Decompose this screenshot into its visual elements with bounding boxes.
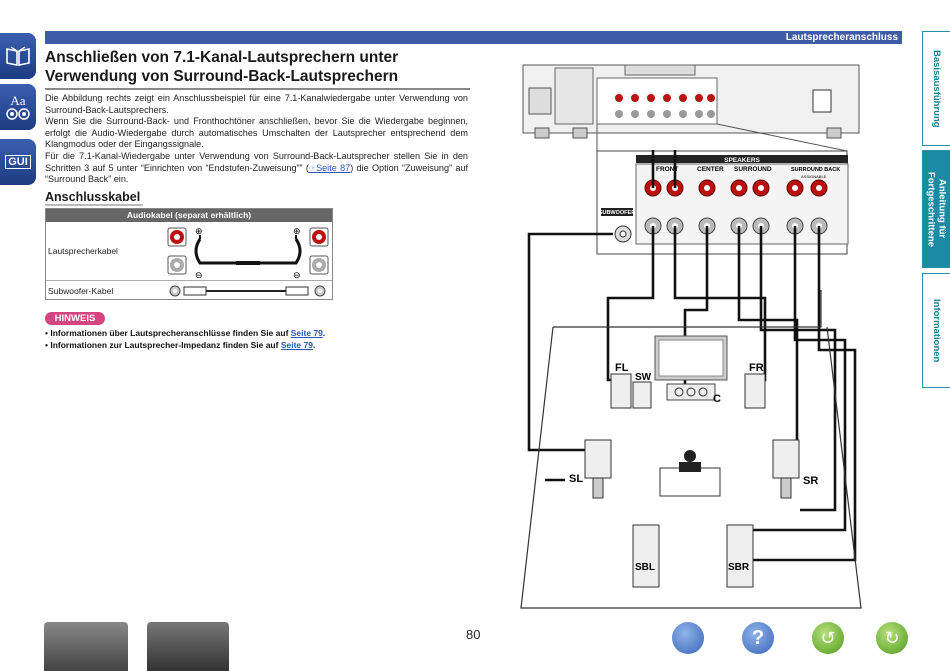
contents-book-icon[interactable] [672,622,704,654]
receiver-thumbnail[interactable] [44,622,128,671]
note-text: Informationen zur Lautsprecher-Impedanz … [50,340,281,350]
back-icon[interactable]: ↺ [812,622,844,654]
link-seite-87[interactable]: ☞Seite 87 [309,163,350,173]
note-item: • Informationen über Lautsprecheranschlü… [45,328,326,338]
gui-icon[interactable]: GUI [0,139,36,185]
paragraph-3: Für die 7.1-Kanal-Wiedergabe unter Verwe… [45,151,468,186]
paragraph-3-start: Für die 7.1-Kanal-Wiedergabe unter Verwe… [45,150,468,173]
section-heading: Anschlusskabel [45,190,144,206]
help-icon[interactable]: ? [742,622,774,654]
body-text: Die Abbildung rechts zeigt ein Anschluss… [45,93,468,186]
sbr-label: SBR [728,562,750,573]
subwoofer-cable-illustration [169,285,326,297]
remote-thumbnail[interactable] [147,622,229,671]
tab-anleitung-fortgeschrittene[interactable]: Anleitung für Fortgeschrittene [922,150,950,268]
subwoofer-label: SUBWOOFER [599,210,635,216]
note-end: . [322,328,326,338]
svg-text:⊖: ⊖ [293,271,301,279]
speakers-label: SPEAKERS [724,157,760,164]
book-icon[interactable] [0,33,36,79]
hinweis-badge: HINWEIS [45,312,105,325]
tab-label: Basisausführung [931,49,942,128]
tab-informationen[interactable]: Informationen [922,273,950,388]
sw-label: SW [635,372,652,383]
text-size-label: Aa [10,92,26,108]
paragraph-3-end: ) die Option “Zuweisung” auf “Surround B… [45,162,468,185]
gui-label: GUI [5,155,31,169]
table-row-subwoofer-cable: Subwoofer-Kabel [46,282,332,300]
connection-diagram: SPEAKERS FRONT CENTER SURROUND SURROUND … [520,64,862,609]
fr-label: FR [749,362,764,374]
link-label: Seite 87 [316,162,351,173]
speaker-cable-illustration: ⊕ ⊖ ⊕ ⊖ [167,227,329,279]
ref-icon: ☞ [308,163,317,173]
section-title: Lautsprecheranschluss [785,32,898,43]
paragraph-1: Die Abbildung rechts zeigt ein Anschluss… [45,93,468,115]
cable-table: Audiokabel (separat erhältlich) Lautspre… [45,208,333,300]
link-seite-79[interactable]: Seite 79 [290,328,323,338]
text-size-icon[interactable]: Aa [0,84,36,130]
receiver-back-panel [522,64,860,139]
page-title: Anschließen von 7.1-Kanal-Lautsprechern … [45,49,470,90]
assignable-label: ASSIGNABLE [801,174,827,179]
note-text: Informationen über Lautsprecheranschlüss… [50,328,291,338]
surround-label: SURROUND [734,166,772,173]
svg-text:⊖: ⊖ [195,271,203,279]
sl-label: SL [569,473,583,485]
subwoofer-cable-label: Subwoofer-Kabel [48,286,114,296]
speaker-cable-label: Lautsprecherkabel [48,246,118,256]
center-label: CENTER [697,166,724,173]
section-header-bar: Lautsprecheranschluss [45,31,902,44]
note-item: • Informationen zur Lautsprecher-Impedan… [45,340,316,350]
paragraph-2: Wenn Sie die Surround-Back- und Fronthoc… [45,116,468,150]
sr-label: SR [803,475,818,487]
c-label: C [713,393,721,405]
fl-label: FL [615,362,629,374]
table-header: Audiokabel (separat erhältlich) [46,209,332,222]
tab-label: Anleitung für Fortgeschrittene [925,171,948,247]
forward-icon[interactable]: ↻ [876,622,908,654]
sbl-label: SBL [635,562,655,573]
page-number: 80 [466,627,481,642]
tab-basisausfuehrung[interactable]: Basisausführung [922,31,950,146]
svg-text:⊕: ⊕ [195,227,203,237]
tab-label: Informationen [931,298,942,363]
table-row-speaker-cable: Lautsprecherkabel ⊕ ⊖ ⊕ ⊖ [46,222,332,281]
svg-text:⊕: ⊕ [293,227,301,237]
link-seite-79[interactable]: Seite 79 [280,340,313,350]
surround-back-label: SURROUND BACK [791,167,840,173]
note-end: . [312,340,316,350]
front-label: FRONT [656,166,678,173]
